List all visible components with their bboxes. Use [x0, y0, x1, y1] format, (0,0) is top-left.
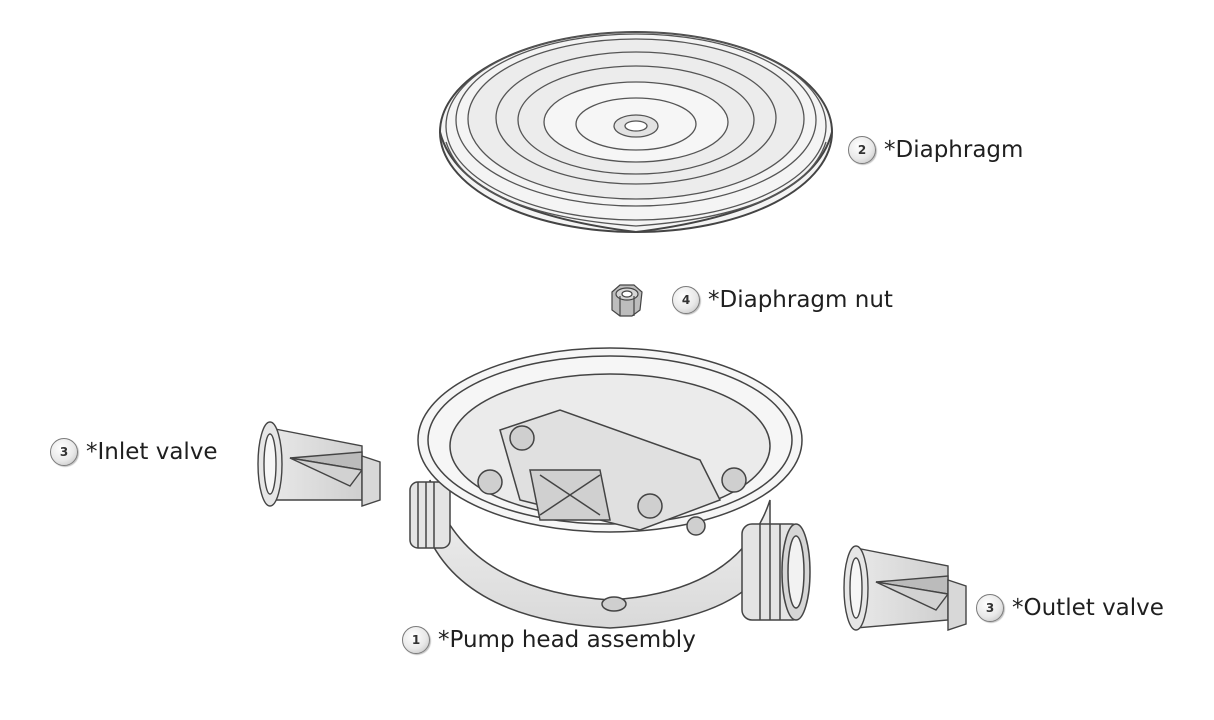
- part-number-badge: 3: [50, 438, 78, 466]
- part-name: *Diaphragm: [884, 137, 1024, 163]
- part-name: *Pump head assembly: [438, 627, 696, 653]
- inlet-valve-illustration: [257, 421, 381, 507]
- part-number-badge: 4: [672, 286, 700, 314]
- part-number-badge: 3: [976, 594, 1004, 622]
- part-name: *Outlet valve: [1012, 595, 1164, 621]
- diaphragm-nut-label: 4 *Diaphragm nut: [672, 286, 893, 314]
- pump-head-label: 1 *Pump head assembly: [402, 626, 696, 654]
- part-name: *Inlet valve: [86, 439, 218, 465]
- diaphragm-label: 2 *Diaphragm: [848, 136, 1023, 164]
- outlet-valve-label: 3 *Outlet valve: [976, 594, 1164, 622]
- inlet-valve-label: 3 *Inlet valve: [50, 438, 218, 466]
- part-name: *Diaphragm nut: [708, 287, 893, 313]
- diaphragm-nut-illustration: [611, 284, 643, 317]
- part-number-badge: 1: [402, 626, 430, 654]
- pump-head-illustration: [409, 347, 811, 629]
- part-number-badge: 2: [848, 136, 876, 164]
- diaphragm-illustration: [439, 31, 833, 234]
- outlet-valve-illustration: [843, 545, 967, 631]
